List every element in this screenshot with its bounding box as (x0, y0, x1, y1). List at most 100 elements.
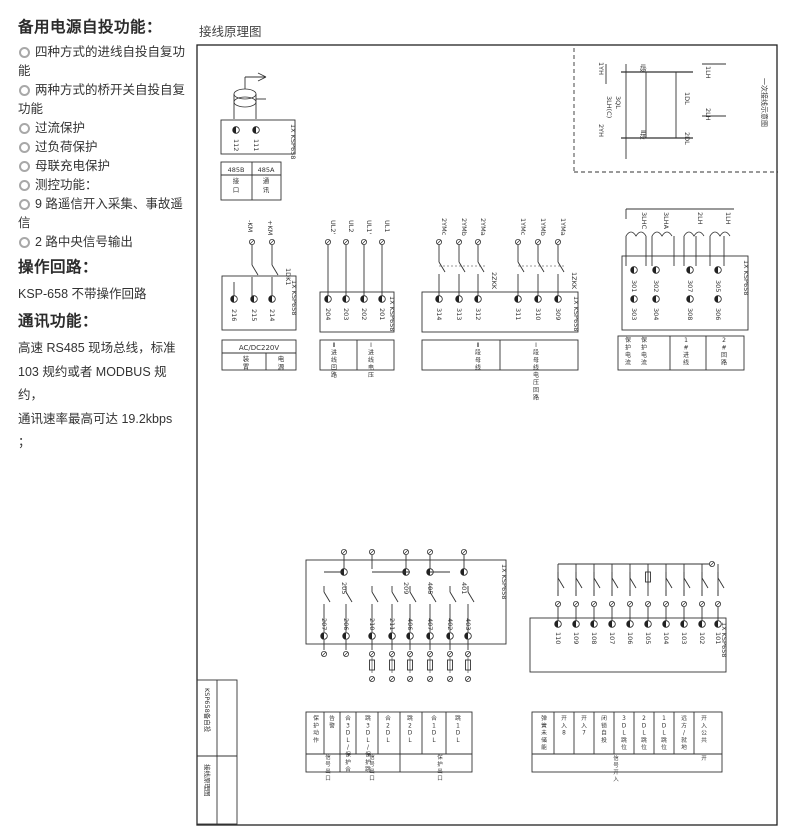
feature-list: 四种方式的进线自投自复功能 两种方式的桥开关自投自复功能 过流保护 过负荷保护 … (18, 43, 190, 252)
terminal-number: 107 (608, 632, 616, 644)
terminal-number: 310 (534, 308, 542, 320)
output-caption-footer: 号 (369, 761, 375, 768)
output-caption-cell: 合 (431, 714, 437, 722)
bus-voltage-label: 2YMa (479, 218, 487, 236)
input-caption-footer: 号 (613, 762, 619, 769)
voltage-caption: 回 (331, 365, 337, 372)
terminal-201 (378, 295, 382, 303)
shield-cable (233, 88, 257, 100)
voltage-label: UL2 (347, 220, 355, 233)
terminal-306 (714, 295, 718, 303)
bus-caption: 电 (533, 371, 539, 379)
output-caption-cell: L (456, 738, 460, 744)
terminal-314 (435, 295, 439, 303)
output-contact (345, 591, 353, 603)
input-caption-cell: D (662, 723, 667, 729)
comm-text-line: 高速 RS485 现场总线，标准 (18, 341, 176, 355)
terminal-number: 312 (474, 308, 482, 320)
output-caption-cell: / (347, 745, 349, 751)
terminal-open (591, 601, 597, 607)
ct-label: 3LHA (662, 212, 670, 230)
output-contact (391, 591, 399, 603)
input-caption-cell: 跳 (641, 736, 647, 744)
terminal-312 (474, 295, 478, 303)
output-caption-cell: 跳 (407, 714, 413, 722)
bus-voltage-terminal-block (421, 291, 579, 333)
output-caption-footer: 保 (437, 753, 443, 761)
terminal-302 (652, 266, 656, 274)
bus-switch (458, 261, 466, 273)
one-line-caption: 一次接线示意图 (760, 78, 769, 127)
terminal-number: 307 (686, 280, 694, 292)
terminal-open (515, 239, 521, 245)
one-line-label: 1YH (597, 62, 605, 75)
current-caption: 流 (625, 359, 631, 367)
terminal-number: 203 (342, 308, 350, 320)
voltage-caption: 电 (368, 364, 374, 372)
output-caption-footer: 出 (325, 767, 331, 775)
input-caption-cell: 位 (661, 743, 667, 751)
terminal-open (555, 239, 561, 245)
comm-text-line: ； (18, 435, 31, 449)
bus-switch-label: 2ZKK (490, 272, 498, 290)
terminal-open (645, 601, 651, 607)
terminal-202 (360, 295, 364, 303)
voltage-label: UL1' (365, 220, 373, 235)
output-caption-cell: D (432, 731, 437, 737)
power-label-minus: -KM (246, 220, 254, 232)
voltage-caption: 线 (368, 356, 374, 364)
terminal-open (379, 239, 385, 245)
bus-caption: 线 (475, 364, 481, 372)
one-line-label: Ⅰ段 (639, 64, 648, 73)
output-caption-cell: 护 (313, 721, 319, 729)
output-caption-cell: L (346, 738, 350, 744)
terminal-block-label: 1X KSP658 (500, 564, 508, 599)
output-caption-cell: D (346, 731, 351, 737)
output-caption-footer: 信 (325, 753, 331, 761)
ct-label: 2LH (696, 212, 704, 225)
terminal-402 (446, 632, 450, 640)
terminal-403 (464, 632, 468, 640)
input-caption-cell: L (642, 731, 646, 737)
terminal-107 (608, 620, 612, 628)
voltage-caption: 进 (368, 349, 374, 357)
terminal-number: 306 (714, 308, 722, 320)
terminal-number: 302 (652, 280, 660, 292)
terminal-204 (324, 295, 328, 303)
one-line-label: 1LH (704, 66, 712, 79)
power-caption: 置 (243, 363, 250, 371)
one-line-label: Ⅱ段 (639, 130, 648, 140)
terminal-number: 216 (230, 309, 238, 321)
terminal-304 (652, 295, 656, 303)
output-caption-cell: 1 (432, 723, 436, 729)
output-caption-cell: L (366, 738, 370, 744)
current-caption: 保 (625, 336, 631, 344)
power-label-table (221, 339, 297, 371)
bus-voltage-label: 1YMb (539, 218, 547, 236)
bullet-icon (19, 198, 30, 210)
input-caption-cell: 投 (601, 736, 607, 744)
terminal-block-label: 1X KSP658 (742, 260, 750, 295)
output-caption-footer: 护 (437, 760, 443, 768)
bus-voltage-label: 2YMb (460, 218, 468, 236)
bus-caption: 路 (533, 394, 539, 402)
comm-label-485a: 485A (258, 166, 275, 174)
terminal-number: 303 (630, 308, 638, 320)
voltage-label: UL1 (383, 220, 391, 233)
output-caption-cell: / (367, 745, 369, 751)
one-line-label: 3LH(C) (605, 96, 613, 118)
input-contact (575, 577, 583, 589)
current-caption: 护 (625, 344, 631, 352)
terminal-open (389, 676, 395, 682)
bus-caption: 母 (475, 357, 481, 364)
ct-coil (709, 231, 731, 237)
terminal-310 (534, 295, 538, 303)
comm-caption: 接 (233, 176, 240, 185)
terminal-number: 105 (644, 632, 652, 644)
power-terminal-block (221, 275, 297, 331)
input-caption-cell: 3 (622, 716, 626, 722)
terminal-open (341, 549, 347, 555)
voltage-terminal-block (319, 291, 395, 333)
input-caption-cell: 储 (541, 736, 547, 744)
